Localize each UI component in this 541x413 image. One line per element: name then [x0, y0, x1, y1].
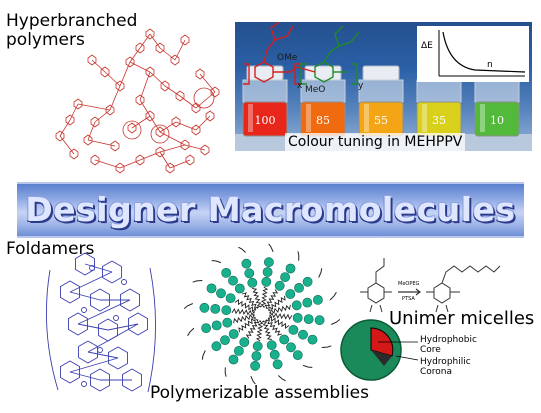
- energy-gap-label: ΔE: [421, 41, 433, 51]
- assembly-arm: [192, 280, 257, 313]
- vial: 85: [300, 65, 346, 137]
- corona-label-line1: Hydrophilic: [420, 357, 471, 367]
- vial: 55: [358, 65, 404, 137]
- corona-label: Hydrophilic Corona: [420, 357, 471, 377]
- assembly-arm: [211, 260, 259, 309]
- assembly-arm: [262, 320, 286, 382]
- assembly-arm: [224, 318, 260, 377]
- assembly-arm: [187, 313, 255, 337]
- assembly-arm: [265, 319, 313, 368]
- corona-label-line2: Corona: [420, 367, 453, 377]
- hyperbranched-title: Hyperbranched polymers: [6, 12, 137, 50]
- unimer-title: Unimer micelles: [389, 308, 535, 329]
- banner-title: Designer Macromolecules: [25, 190, 516, 229]
- assembly-arm: [260, 243, 274, 308]
- micelle-core-cutaway: [370, 327, 394, 357]
- structure-meo-label: MeO: [305, 85, 325, 95]
- hyperbranched-title-line2: polymers: [6, 30, 85, 50]
- title-banner: Designer Macromolecules: [17, 182, 524, 238]
- vial: 100: [242, 65, 288, 137]
- vial-label: 85: [316, 114, 330, 127]
- foldamers-title: Foldamers: [6, 239, 95, 259]
- assembly-arm: [269, 312, 341, 326]
- energy-gap-inset: ΔE n: [417, 26, 529, 82]
- core-label: Hydrophobic Core: [420, 335, 477, 355]
- core-label-line2: Core: [420, 345, 441, 355]
- structure-ome-label: OMe: [277, 53, 298, 63]
- assembly-arm: [250, 320, 264, 385]
- assembly-arm: [238, 246, 262, 308]
- assembly-arm: [267, 315, 332, 348]
- assembly-arm: [264, 251, 300, 310]
- assembly-arm: [183, 302, 255, 316]
- assembly-arm: [267, 268, 323, 312]
- colour-tuning-photo: 100 85 55 35 10 OMe MeO x y ΔE n: [235, 22, 532, 151]
- vial-label: 100: [255, 114, 276, 127]
- vial-label: 10: [490, 114, 504, 127]
- structure-y-label: y: [358, 81, 364, 91]
- hyperbranched-title-line1: Hyperbranched: [6, 11, 138, 31]
- core-label-line1: Hydrophobic: [420, 335, 477, 345]
- vial-label: 55: [374, 114, 388, 127]
- assembly-arm: [269, 291, 337, 315]
- colour-tuning-scene: 100 85 55 35 10 OMe MeO x y ΔE n: [235, 22, 532, 151]
- micelle-corona-shell: [341, 320, 401, 380]
- reagent-ptsa-label: PTSA: [402, 296, 415, 302]
- assembly-arm: [201, 316, 257, 360]
- n-axis-label: n: [487, 60, 493, 70]
- structure-x-label: x: [297, 81, 303, 91]
- vial-label: 35: [432, 114, 446, 127]
- polymerizable-title: Polymerizable assemblies: [150, 383, 369, 403]
- colour-tuning-caption: Colour tuning in MEHPPV: [285, 133, 466, 151]
- reagent-meopeg-label: MeOPEG: [398, 281, 420, 287]
